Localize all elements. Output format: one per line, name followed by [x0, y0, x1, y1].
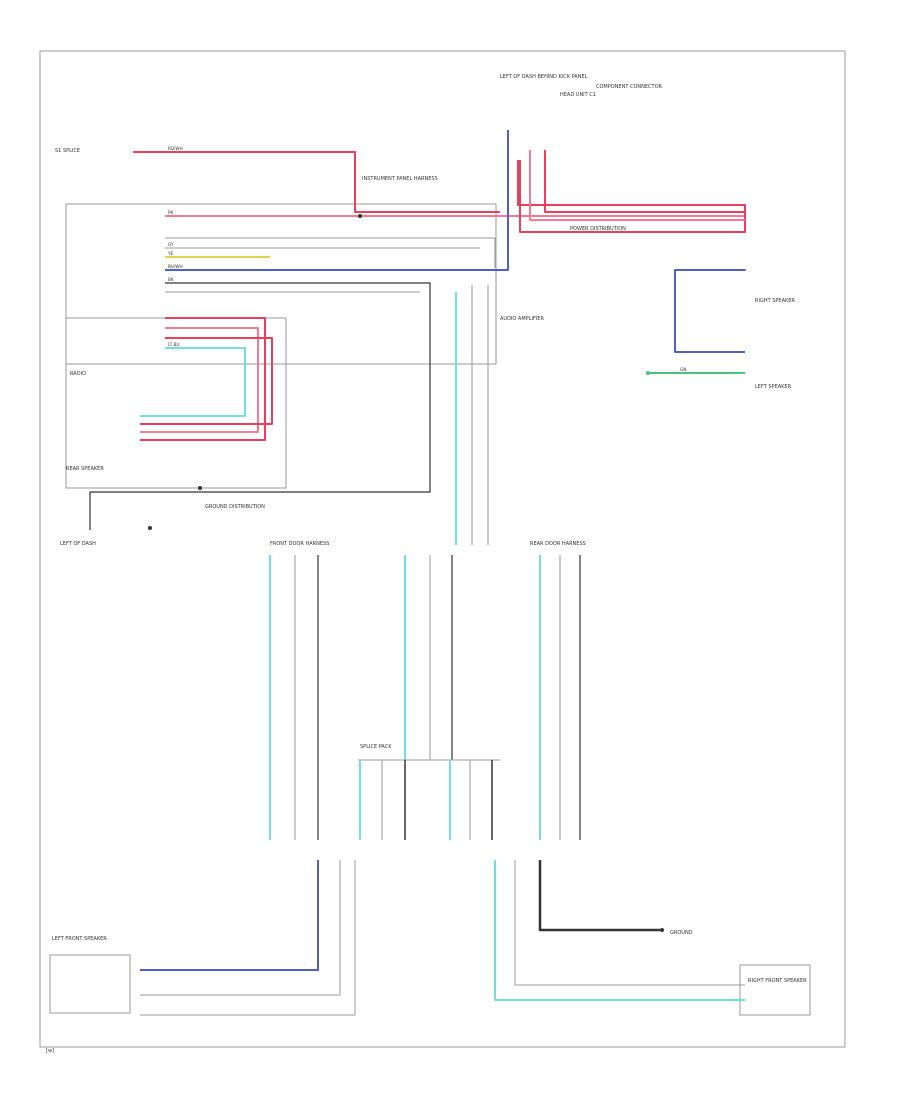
- wire-black-lower: [538, 860, 660, 932]
- code-cyan: LT BU: [168, 342, 180, 347]
- wire-red-rear-2: [140, 327, 259, 433]
- wire-gray-lower-3: [514, 860, 745, 986]
- label-radio-block: RADIO: [70, 371, 86, 377]
- wire-red-4: [544, 150, 745, 213]
- wire-red-2: [517, 160, 746, 233]
- splice-dot-4: [646, 371, 650, 375]
- wire-gray-1: [165, 237, 496, 268]
- sheet-frame: [39, 50, 846, 1048]
- labels-layer: LEFT OF DASH BEHIND KICK PANEL COMPONENT …: [52, 74, 807, 984]
- code-gray: GY: [168, 242, 174, 247]
- wires-layer: [49, 130, 811, 1016]
- wire-cyan-lower: [494, 860, 745, 1001]
- wire-gray-lower-2: [140, 860, 356, 1016]
- label-rear-door: REAR DOOR HARNESS: [530, 541, 586, 547]
- label-ip-harness: INSTRUMENT PANEL HARNESS: [362, 176, 438, 182]
- label-left-speaker-btm: LEFT FRONT SPEAKER: [52, 936, 107, 942]
- splice-dot-1: [198, 486, 202, 490]
- label-left-dash: LEFT OF DASH: [60, 541, 96, 547]
- label-splice-left: S1 SPLICE: [55, 148, 80, 154]
- code-black: BK: [168, 277, 174, 282]
- right-speaker-outline: [739, 964, 811, 1016]
- wire-cyan-rear: [140, 347, 246, 417]
- radio-module-outline: [65, 203, 497, 365]
- footer-code: [w]: [46, 1048, 54, 1054]
- code-blue: BU/WH: [168, 264, 183, 269]
- label-ground-right: GROUND: [670, 930, 693, 936]
- splice-dot-3: [358, 214, 362, 218]
- wire-gray-lower-1: [140, 860, 341, 996]
- label-top-module: COMPONENT CONNECTOR: [596, 84, 663, 90]
- wire-blue-lower: [140, 860, 319, 971]
- label-splice-mid: SPLICE PACK: [360, 744, 392, 750]
- code-yellow: YE: [167, 251, 174, 256]
- label-right-speaker-btm: RIGHT FRONT SPEAKER: [748, 978, 807, 984]
- label-speaker-left: LEFT SPEAKER: [755, 384, 792, 390]
- wire-red-rear-1: [140, 317, 266, 441]
- label-power-dist: POWER DISTRIBUTION: [570, 226, 626, 232]
- label-speaker-right: RIGHT SPEAKER: [755, 298, 795, 304]
- label-top-sub: HEAD UNIT C1: [560, 92, 596, 98]
- wire-red-top: [133, 151, 500, 213]
- code-green: GN: [680, 367, 686, 372]
- splice-dot-5: [660, 928, 664, 932]
- label-front-door: FRONT DOOR HARNESS: [270, 541, 329, 547]
- wire-blue-right: [674, 269, 746, 353]
- label-top-ground-title: LEFT OF DASH BEHIND KICK PANEL: [500, 74, 588, 80]
- code-pink: PK: [168, 210, 174, 215]
- splice-dot-2: [148, 526, 152, 530]
- label-audio-amp: AUDIO AMPLIFIER: [500, 316, 544, 322]
- wire-blue-main: [165, 130, 509, 271]
- code-red: RD/WH: [168, 146, 183, 151]
- label-rear-block: REAR SPEAKER: [66, 466, 104, 472]
- wire-red-3: [529, 150, 745, 221]
- wire-black-1: [89, 282, 431, 530]
- wire-red-rear-3: [140, 337, 273, 425]
- left-speaker-outline: [49, 954, 131, 1014]
- label-ground-dist: GROUND DISTRIBUTION: [205, 504, 265, 510]
